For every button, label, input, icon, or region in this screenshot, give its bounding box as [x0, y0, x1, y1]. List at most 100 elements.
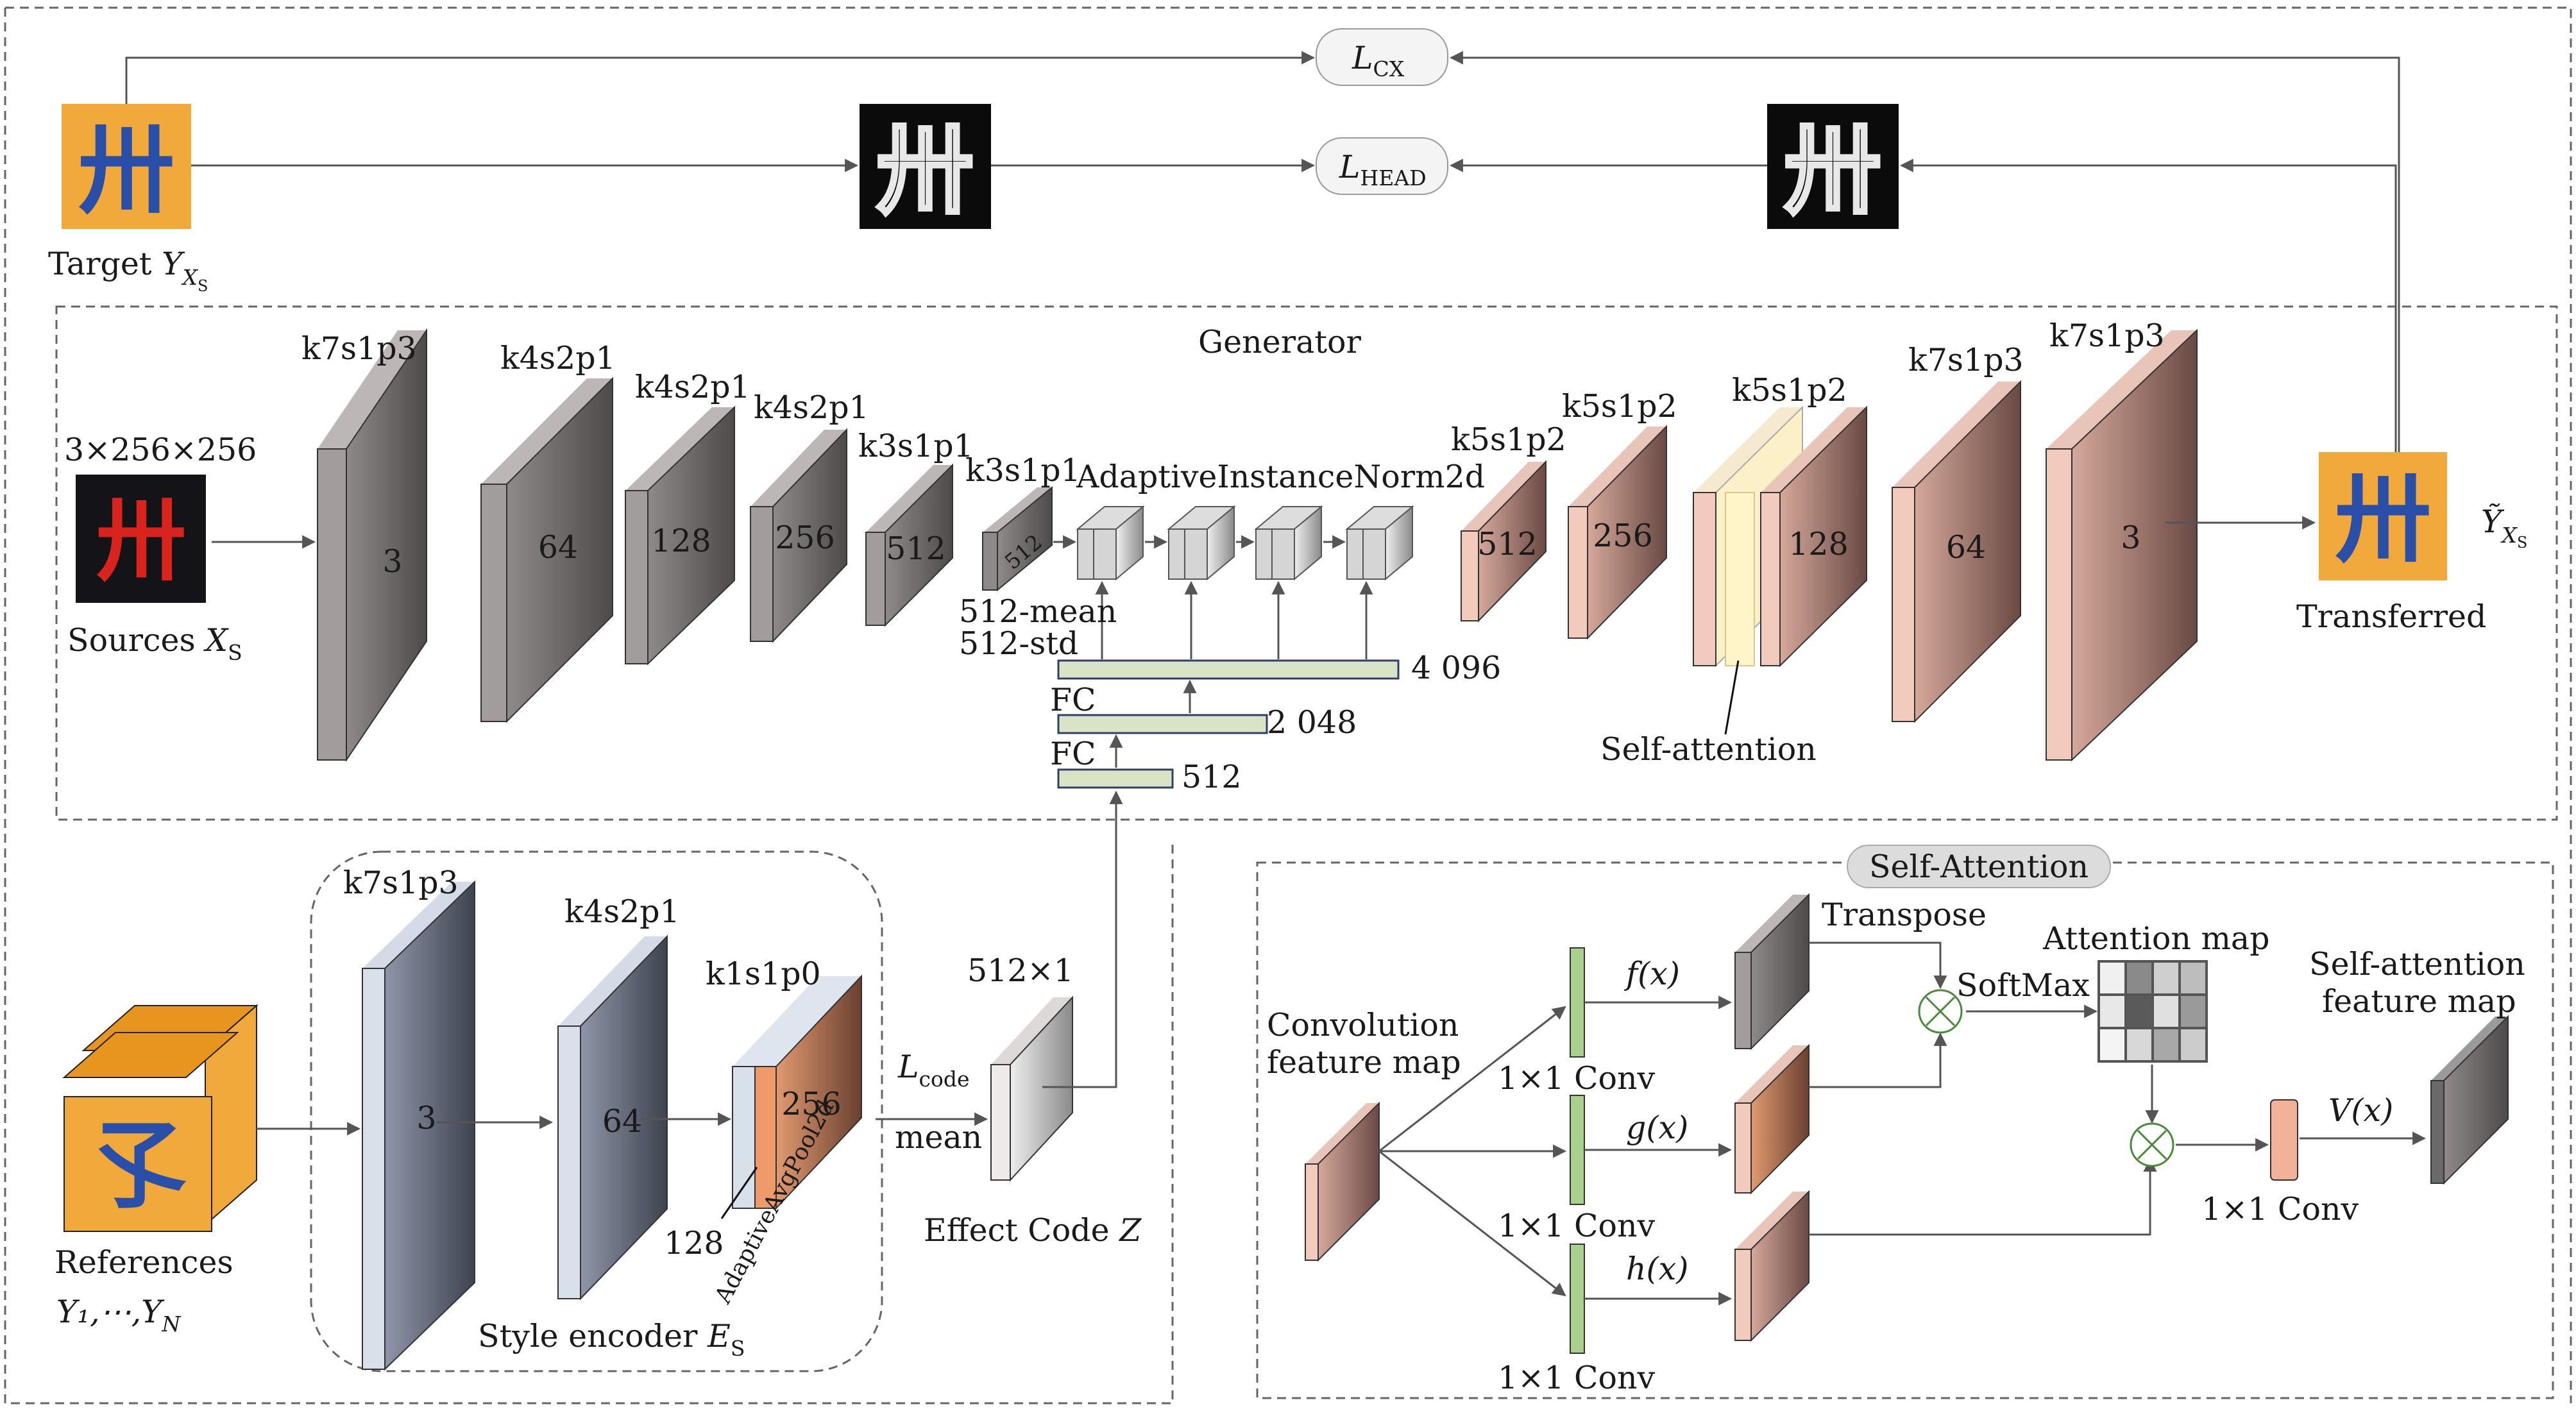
svg-text:k4s2p1: k4s2p1 [564, 893, 680, 930]
std-label: 512-std [959, 625, 1078, 662]
sa-transpose-label: Transpose [1822, 897, 1987, 933]
style-encoder-label: Style encoder ES [478, 1318, 745, 1361]
source-image: 卅 [76, 475, 206, 603]
effect-code-label: Effect Code Z [924, 1212, 1142, 1249]
sa-conv-bars [1570, 947, 1585, 1354]
sa-multiply-1 [1918, 989, 1963, 1034]
source-glyph: 卅 [96, 489, 186, 594]
sa-attention-map [2097, 960, 2208, 1063]
svg-text:k4s2p1: k4s2p1 [500, 340, 616, 376]
style-layer-3: k1s1p0 256 [706, 956, 862, 1210]
transferred-symbol: ỸXS [2481, 503, 2527, 552]
self-attention-box [1256, 861, 2554, 1399]
effect-code-block [990, 995, 1073, 1182]
self-attention-title: Self-Attention [1869, 848, 2089, 885]
attention-map-cell [2181, 963, 2205, 993]
fc-bars [1057, 659, 1400, 789]
fc-size-3: 512 [1182, 759, 1242, 795]
attention-map-cell [2100, 1029, 2124, 1060]
target-label: Target YXS [48, 246, 208, 295]
svg-text:256: 256 [781, 1086, 842, 1122]
svg-text:k4s2p1: k4s2p1 [754, 389, 869, 426]
svg-text:LCX: LCX [1352, 40, 1405, 81]
generator-box [55, 305, 2558, 821]
fc-size-1: 4 096 [1411, 650, 1501, 686]
effect-code-dims: 512×1 [967, 952, 1074, 989]
sa-output-label-2: feature map [2322, 983, 2516, 1020]
svg-text:k1s1p0: k1s1p0 [706, 956, 821, 992]
reference-glyph: 孓 [90, 1111, 187, 1222]
fc-label-2: FC [1050, 736, 1096, 772]
sa-branch-connectors [1378, 1006, 1567, 1297]
adain-connectors [1053, 535, 1373, 768]
style-encoder-box [310, 850, 883, 1372]
code-mean-label: mean [895, 1119, 982, 1156]
sa-v-label: V(x) [2328, 1092, 2393, 1129]
attention-map-cell [2127, 996, 2151, 1027]
references-image: 孓 [62, 1004, 258, 1232]
decoder-layer-2: k5s1p2 256 [1562, 388, 1677, 640]
references-label: References [55, 1244, 233, 1281]
attention-map-cell [2127, 963, 2151, 993]
sa-multiply-2 [2130, 1122, 2174, 1167]
decoder-layer-3: k5s1p2 128 [1693, 372, 1867, 668]
attention-map-cell [2127, 1029, 2151, 1060]
adain-cubes [1076, 505, 1414, 581]
encoder-layer-5: k3s1p1 512 [858, 428, 974, 627]
sa-g-label: g(x) [1626, 1109, 1688, 1146]
style-layer-1: k7s1p3 3 [343, 865, 475, 1371]
loss-head: LHEAD [1316, 137, 1448, 195]
sa-g-block [1734, 1043, 1809, 1195]
svg-text:3: 3 [416, 1100, 436, 1136]
self-attention-title-pill [1847, 845, 2111, 888]
encoder-layer-6: k3s1p1 512 [965, 452, 1081, 592]
svg-text:k5s1p2: k5s1p2 [1732, 372, 1847, 409]
attention-map-cell [2100, 963, 2124, 993]
sa-h-label: h(x) [1626, 1251, 1688, 1287]
svg-text:k7s1p3: k7s1p3 [2049, 317, 2165, 354]
sa-v-conv-label: 1×1 Conv [2201, 1191, 2359, 1228]
svg-text:128: 128 [651, 523, 711, 559]
sa-conv-out-connectors [1584, 995, 1733, 1306]
target-head-image: 卅 [860, 104, 991, 229]
sa-attention-connectors [1809, 941, 2427, 1236]
style-extra-channels: 128 [664, 1225, 724, 1261]
sa-v-block [2270, 1099, 2298, 1181]
attention-map-cell [2181, 1029, 2205, 1060]
decoder-layer-1: k5s1p2 512 [1451, 421, 1566, 623]
svg-text:64: 64 [538, 529, 578, 566]
svg-text:k7s1p3: k7s1p3 [1908, 342, 2024, 378]
outer-frame-left [4, 8, 1174, 1405]
decoder-layer-4: k7s1p3 64 [1892, 342, 2024, 723]
sources-label: Sources XS [67, 622, 242, 665]
svg-text:64: 64 [1946, 529, 1986, 566]
sa-softmax-label: SoftMax [1956, 967, 2090, 1004]
sa-f-label: f(x) [1623, 956, 1680, 992]
svg-text:512: 512 [886, 530, 946, 567]
attention-map-cell [2154, 963, 2178, 993]
sa-input-label-2: feature map [1267, 1044, 1461, 1081]
svg-text:k7s1p3: k7s1p3 [343, 865, 459, 901]
adain-label: AdaptiveInstanceNorm2d [1076, 459, 1485, 495]
attention-map-cell [2100, 996, 2124, 1027]
transferred-head-image: 卅 [1767, 104, 1899, 229]
sa-input-block [1305, 1101, 1380, 1262]
transferred-head-glyph: 卅 [1784, 115, 1881, 227]
svg-text:256: 256 [1593, 518, 1653, 554]
transferred-label: Transferred [2296, 598, 2486, 635]
attention-map-cell [2154, 996, 2178, 1027]
svg-text:k5s1p2: k5s1p2 [1451, 421, 1566, 458]
target-image: 卅 [62, 104, 191, 229]
svg-text:k7s1p3: k7s1p3 [301, 330, 417, 367]
sa-conv-label-3: 1×1 Conv [1498, 1360, 1656, 1396]
sa-output-block [2430, 1015, 2509, 1185]
svg-text:k5s1p2: k5s1p2 [1562, 388, 1677, 425]
svg-text:k4s2p1: k4s2p1 [635, 369, 750, 405]
transferred-image: 卅 [2319, 452, 2447, 580]
sa-attention-map-label: Attention map [2042, 920, 2270, 957]
self-attention-label: Self-attention [1600, 731, 1817, 768]
transferred-glyph: 卅 [2335, 464, 2431, 576]
sa-output-label-1: Self-attention [2309, 946, 2525, 983]
sa-conv-label-2: 1×1 Conv [1498, 1208, 1656, 1244]
